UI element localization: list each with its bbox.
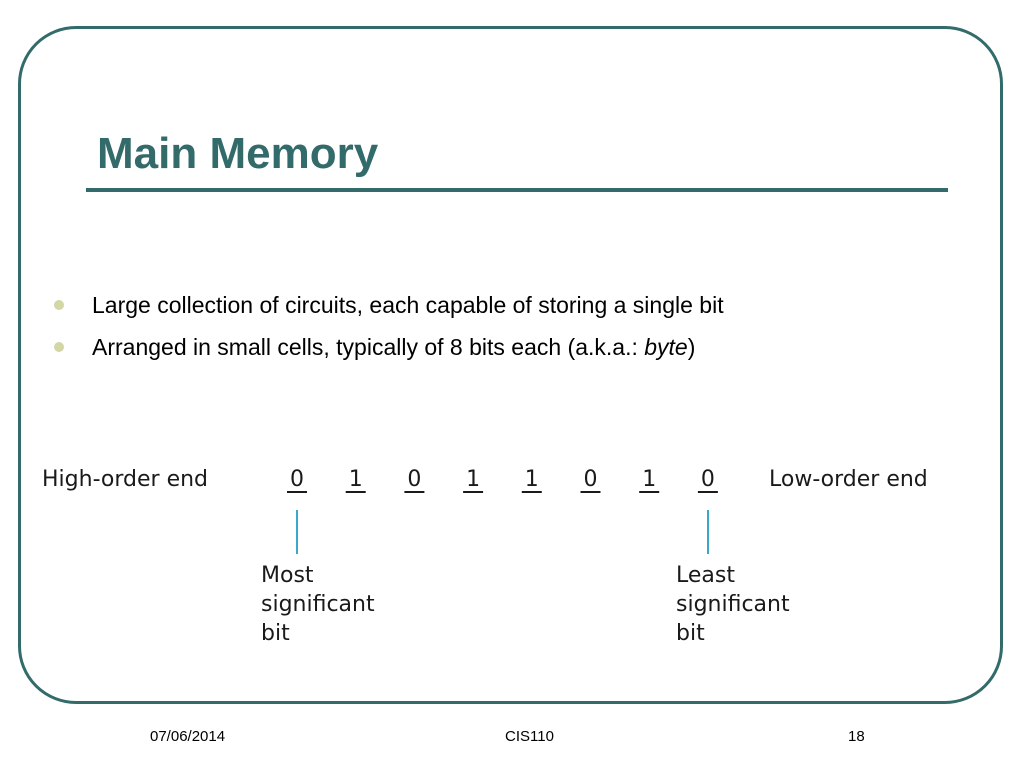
bullet-text: Arranged in small cells, typically of 8 … [92, 330, 695, 364]
bullet-text-after: ) [687, 334, 696, 360]
bullet-text-italic: byte [644, 334, 688, 360]
footer-page-number: 18 [848, 728, 865, 745]
bit-digit: 1 [642, 467, 656, 492]
bullet-text-main: Arranged in small cells, typically of 8 … [92, 334, 645, 360]
bit-digit: 1 [349, 467, 363, 492]
footer-course: CIS110 [505, 728, 554, 745]
slide-title: Main Memory [97, 129, 379, 178]
bullet-icon [54, 300, 64, 310]
bullet-text: Large collection of circuits, each capab… [92, 288, 724, 322]
bit-digit: 0 [407, 467, 421, 492]
lsb-label-line1: Least [676, 563, 735, 588]
bullet-icon [54, 342, 64, 352]
low-order-end-label: Low-order end [769, 467, 928, 492]
bullet-text-main: Large collection of circuits, each capab… [92, 292, 724, 318]
msb-label-line2: significant [261, 592, 375, 617]
lsb-label-line2: significant [676, 592, 790, 617]
bit-digit: 1 [525, 467, 539, 492]
lsb-label-line3: bit [676, 621, 705, 646]
bit-digit: 0 [584, 467, 598, 492]
footer-date: 07/06/2014 [150, 728, 226, 745]
msb-label-line3: bit [261, 621, 290, 646]
bit-digit: 0 [290, 467, 304, 492]
title-underline [86, 188, 948, 192]
slide-frame [18, 26, 1003, 704]
bit-digit: 1 [466, 467, 480, 492]
msb-label-line1: Most [261, 563, 314, 588]
bit-cells: 0 1 0 1 1 0 1 0 [287, 467, 718, 493]
bit-digit: 0 [701, 467, 715, 492]
high-order-end-label: High-order end [42, 467, 208, 492]
